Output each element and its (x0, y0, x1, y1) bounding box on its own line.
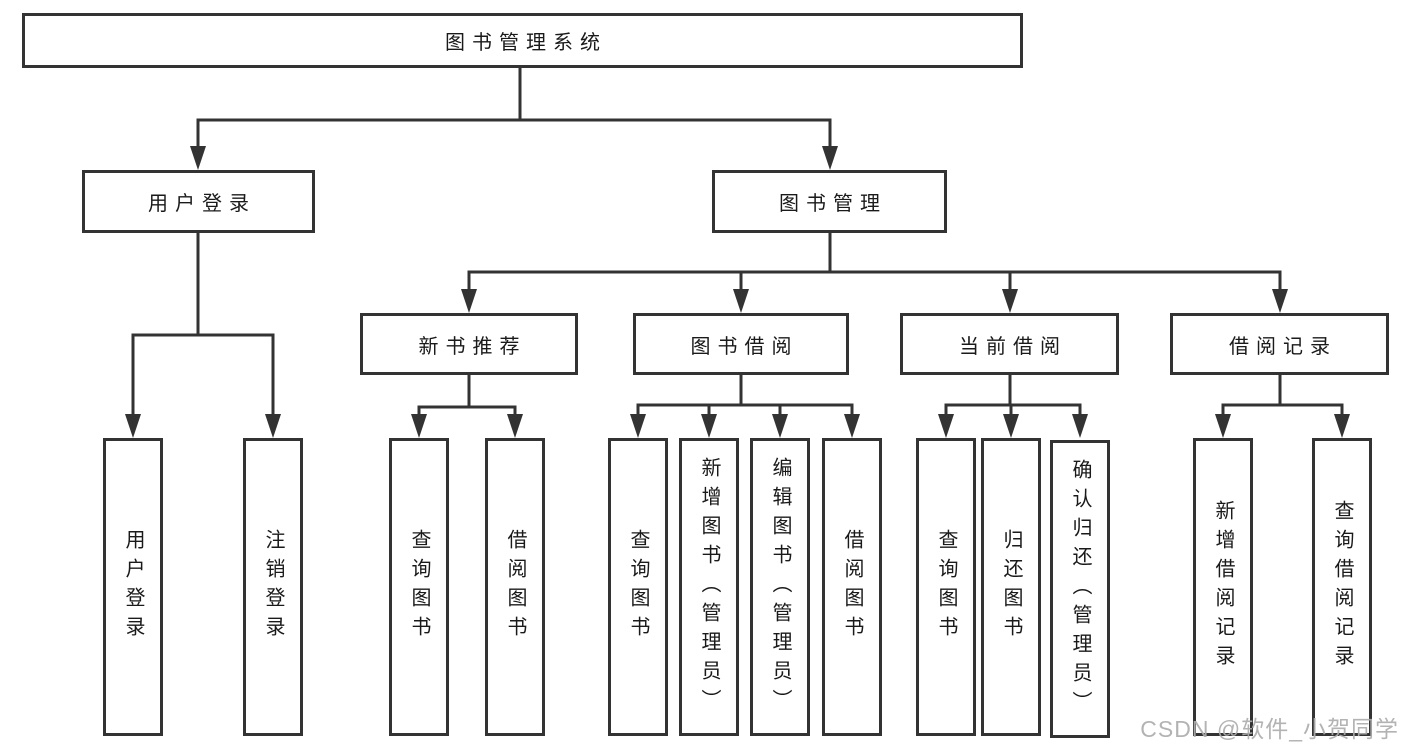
connector-root-to-level2 (196, 68, 832, 148)
node-bb-query-book-label: 查询图书 (627, 529, 649, 645)
node-br-query-record: 查询借阅记录 (1312, 438, 1372, 736)
node-br-add-record: 新增借阅记录 (1193, 438, 1253, 736)
connector-bookborrow-to-children (636, 375, 854, 416)
node-current-borrowing: 当前借阅 (900, 313, 1119, 375)
node-cb-return-book-label: 归还图书 (1000, 529, 1022, 645)
node-borrowing-records-label: 借阅记录 (1229, 335, 1337, 358)
node-nbr-borrow-book: 借阅图书 (485, 438, 545, 736)
node-bb-add-book-admin: 新增图书（管理员） (679, 438, 739, 736)
node-nbr-query-book-label: 查询图书 (408, 529, 430, 645)
connector-borrowrecords-to-children (1221, 375, 1344, 416)
csdn-watermark: CSDN @软件_小贺同学 (1140, 716, 1399, 742)
node-cb-query-book-label: 查询图书 (935, 529, 957, 645)
node-nbr-query-book: 查询图书 (389, 438, 449, 736)
connector-userlogin-to-children (131, 233, 275, 416)
node-book-borrowing: 图书借阅 (633, 313, 849, 375)
node-nbr-borrow-book-label: 借阅图书 (504, 529, 526, 645)
node-login-label: 用户登录 (122, 529, 144, 645)
node-logout: 注销登录 (243, 438, 303, 736)
connector-newbookrec-to-children (417, 375, 517, 416)
node-bb-edit-book-admin: 编辑图书（管理员） (750, 438, 810, 736)
node-current-borrowing-label: 当前借阅 (959, 335, 1067, 358)
node-bb-query-book: 查询图书 (608, 438, 668, 736)
node-cb-confirm-return-admin: 确认归还（管理员） (1050, 440, 1110, 738)
node-br-query-record-label: 查询借阅记录 (1331, 500, 1353, 674)
node-book-management-label: 图书管理 (779, 193, 887, 215)
arrowheads (125, 146, 1350, 438)
node-logout-label: 注销登录 (262, 529, 284, 645)
node-cb-confirm-return-admin-label: 确认归还（管理员） (1069, 458, 1091, 720)
node-new-book-recommend-label: 新书推荐 (418, 335, 527, 358)
connector-strokes (131, 68, 1344, 416)
node-library-system: 图书管理系统 (22, 13, 1023, 68)
node-bb-add-book-admin-label: 新增图书（管理员） (698, 456, 720, 718)
node-cb-query-book: 查询图书 (916, 438, 976, 736)
node-bb-edit-book-admin-label: 编辑图书（管理员） (769, 456, 791, 718)
node-login: 用户登录 (103, 438, 163, 736)
node-book-management: 图书管理 (712, 170, 947, 233)
node-cb-return-book: 归还图书 (981, 438, 1041, 736)
node-user-login: 用户登录 (82, 170, 315, 233)
node-user-login-label: 用户登录 (148, 193, 256, 215)
node-book-borrowing-label: 图书借阅 (690, 335, 799, 358)
node-bb-borrow-book-label: 借阅图书 (841, 529, 863, 645)
node-br-add-record-label: 新增借阅记录 (1212, 500, 1234, 674)
node-library-system-label: 图书管理系统 (445, 32, 607, 54)
connector-bookmgmt-to-level3 (467, 233, 1282, 291)
node-bb-borrow-book: 借阅图书 (822, 438, 882, 736)
node-new-book-recommend: 新书推荐 (360, 313, 578, 375)
node-borrowing-records: 借阅记录 (1170, 313, 1389, 375)
connector-currentborrow-to-children (944, 375, 1082, 416)
